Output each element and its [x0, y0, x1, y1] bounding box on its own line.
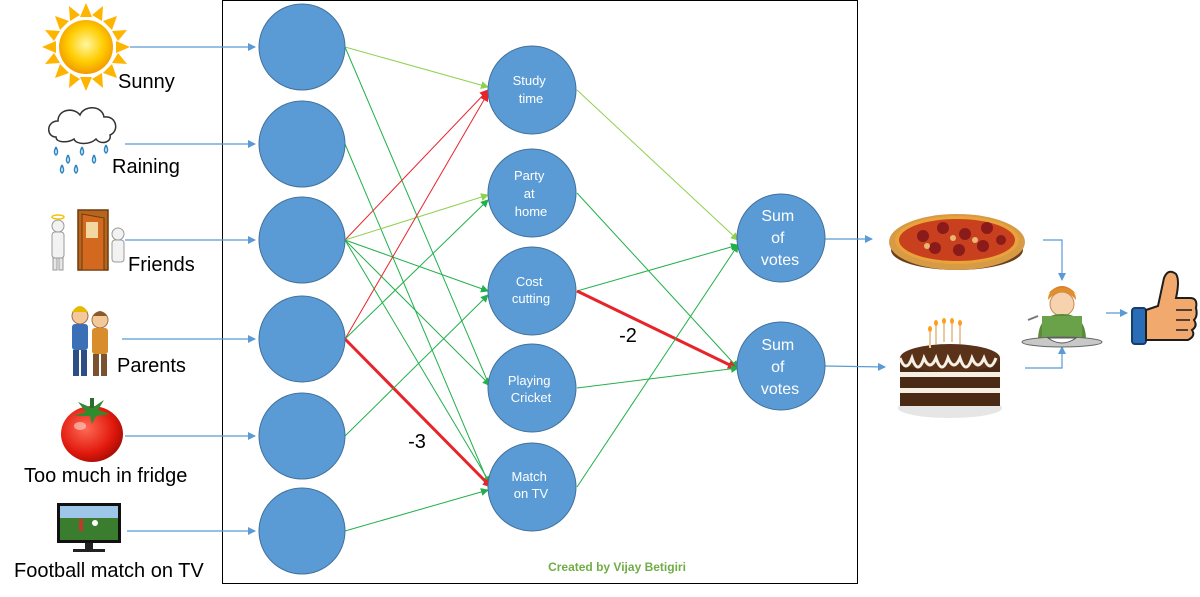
hidden-layer: Study time Party at home Cost cutting Pl… [487, 45, 577, 532]
hidden-node [487, 343, 577, 433]
tomato-icon [61, 398, 123, 462]
parents-icon [71, 306, 109, 376]
input-layer [258, 3, 346, 575]
friends-at-door-icon [51, 209, 125, 271]
input-node [258, 392, 346, 480]
hidden-node [487, 148, 577, 238]
output-arrow [1043, 239, 1066, 281]
hidden-node [487, 442, 577, 532]
edge-positive [344, 199, 489, 340]
input-node [258, 487, 346, 575]
diagram-frame [222, 0, 858, 584]
sun-icon [42, 3, 130, 91]
hidden-node-label: Party at home [514, 168, 548, 219]
output-arrow [1025, 346, 1066, 369]
input-label: Too much in fridge [24, 465, 187, 487]
edge-positive [576, 192, 739, 369]
edge-positive [344, 239, 491, 386]
rain-cloud-icon [48, 107, 117, 174]
edges-input-to-hidden [343, 46, 493, 532]
input-label: Raining [112, 156, 180, 178]
edge-positive [576, 243, 739, 292]
weight-label: -3 [408, 431, 426, 453]
hidden-node [487, 45, 577, 135]
input-label: Football match on TV [14, 560, 204, 582]
edge-positive [344, 239, 489, 293]
person-eating-icon [1021, 286, 1103, 348]
input-node [258, 3, 346, 91]
edge-positive [344, 193, 489, 241]
input-label: Sunny [118, 71, 175, 93]
edge-positive [576, 364, 739, 389]
input-arrows [122, 43, 256, 535]
edge-negative [344, 92, 489, 340]
edge-positive [344, 488, 489, 532]
cake-icon [898, 318, 1002, 418]
input-label: Friends [128, 254, 195, 276]
output-node-label: Sum of votes [761, 337, 799, 398]
output-node [736, 193, 826, 283]
edge-negative-strong [343, 337, 493, 489]
pizza-icon [889, 214, 1025, 270]
edge-positive [344, 294, 489, 437]
credit-text: Created by Vijay Betigiri [548, 560, 686, 574]
edge-positive [344, 239, 491, 484]
output-node-label: Sum of votes [761, 208, 799, 269]
edge-negative [344, 89, 489, 241]
edge-positive [576, 244, 739, 488]
hidden-node-label: Study time [513, 73, 550, 106]
input-node [258, 295, 346, 383]
output-layer: Sum of votes Sum of votes [736, 193, 826, 411]
input-label: Parents [117, 355, 186, 377]
output-node [736, 321, 826, 411]
input-node [258, 100, 346, 188]
hidden-node-label: Match on TV [511, 469, 550, 501]
hidden-node-label: Playing Cricket [508, 373, 554, 405]
edge-positive [344, 46, 489, 89]
input-node [258, 196, 346, 284]
edges-hidden-to-output [576, 89, 739, 488]
edge-positive [576, 89, 739, 241]
hidden-node [487, 246, 577, 336]
tv-football-icon [57, 503, 121, 552]
weight-label: -2 [619, 325, 637, 347]
edge-negative-strong [576, 289, 737, 370]
output-arrows [824, 235, 1128, 371]
edge-positive [344, 143, 491, 488]
output-arrow [824, 362, 886, 371]
thumbs-up-icon [1131, 270, 1198, 345]
hidden-node-label: Cost cutting [512, 274, 550, 306]
